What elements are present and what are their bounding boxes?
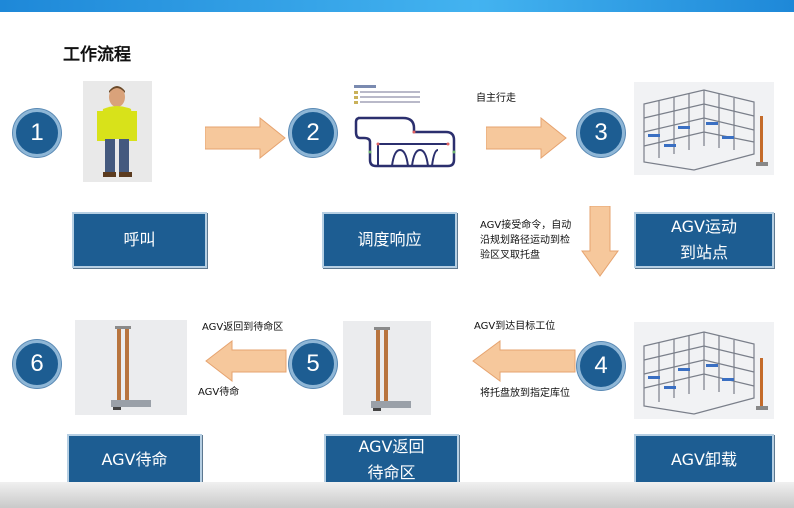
step-4-number: 4 xyxy=(577,342,625,390)
note-standby: AGV待命 xyxy=(198,387,240,398)
step-5-number: 5 xyxy=(289,340,337,388)
step-1-label: 呼叫 xyxy=(72,212,207,268)
rack-image-2 xyxy=(634,322,774,419)
step-1-number: 1 xyxy=(13,109,61,157)
arrow-left-2 xyxy=(205,340,287,382)
note-arrive: AGV到达目标工位 xyxy=(474,321,556,332)
header-bar xyxy=(0,0,794,12)
step-2-number: 2 xyxy=(289,109,337,157)
footer-band xyxy=(0,482,794,508)
arrow-right-2 xyxy=(486,117,567,159)
step-5-label: AGV返回 待命区 xyxy=(324,434,459,486)
step-2-label: 调度响应 xyxy=(322,212,457,268)
step-4-label: AGV卸载 xyxy=(634,434,774,486)
step-3-label: AGV运动 到站点 xyxy=(634,212,774,268)
note-receive: AGV接受命令，自动 沿规划路径运动到检 验区叉取托盘 xyxy=(480,220,572,261)
note-place: 将托盘放到指定库位 xyxy=(480,388,570,399)
step-6-label: AGV待命 xyxy=(67,434,202,486)
agv-mast-image-2 xyxy=(75,320,187,415)
agv-mast-image-1 xyxy=(343,321,431,415)
step-3-number: 3 xyxy=(577,109,625,157)
note-return: AGV返回到待命区 xyxy=(202,322,284,333)
route-map-image xyxy=(348,82,462,177)
page-title: 工作流程 xyxy=(63,45,131,65)
person-image xyxy=(83,81,152,182)
arrow-right-1 xyxy=(205,117,286,159)
step-6-number: 6 xyxy=(13,340,61,388)
rack-image-1 xyxy=(634,82,774,175)
arrow-down xyxy=(581,206,619,277)
note-move: 自主行走 xyxy=(476,93,516,104)
arrow-left-1 xyxy=(472,340,576,382)
